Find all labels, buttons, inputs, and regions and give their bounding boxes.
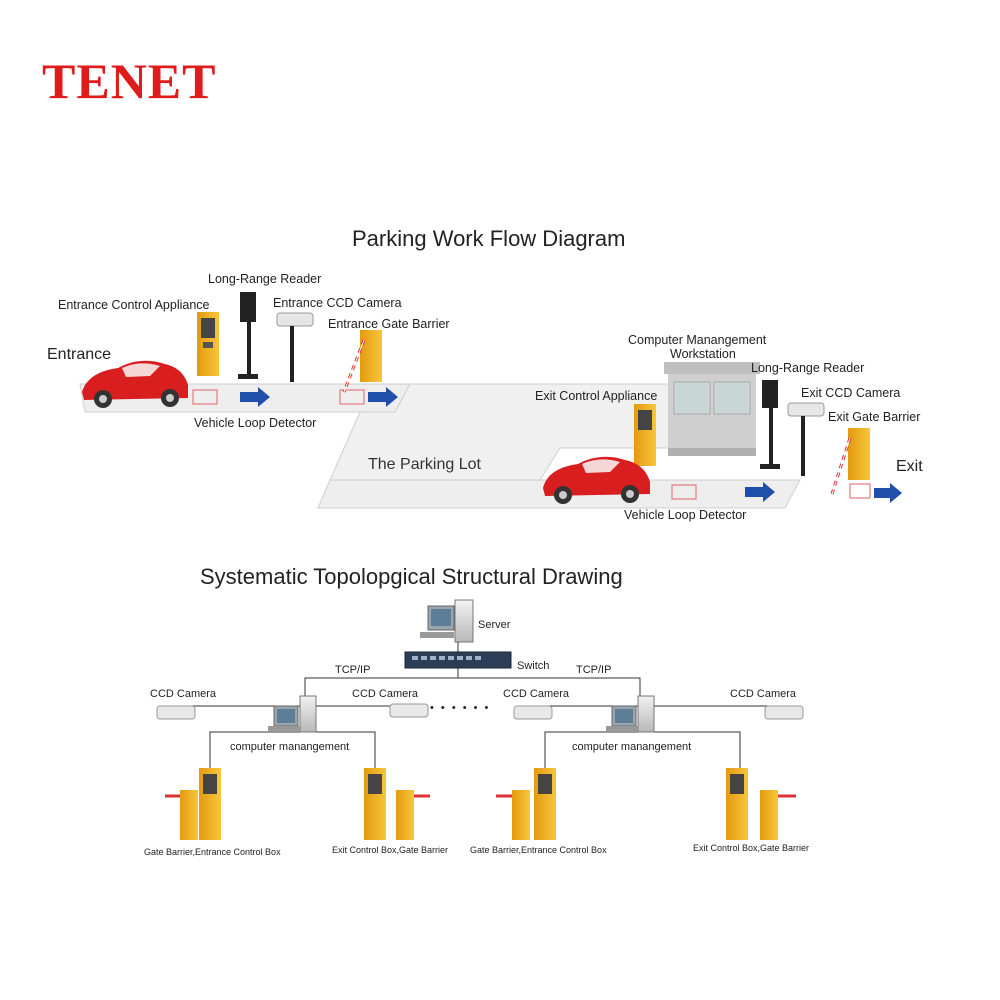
device-group-3 (496, 768, 556, 840)
entrance-ccd-camera (276, 312, 314, 382)
long-range-reader-exit (760, 380, 780, 469)
switch-icon (404, 651, 512, 669)
label-entrance-ccd-camera: Entrance CCD Camera (273, 296, 402, 310)
label-computer-management: Computer Manangement (628, 333, 767, 347)
entrance-gate-barrier (342, 330, 382, 393)
exit-car (543, 456, 650, 504)
label-exit-gate-barrier: Exit Gate Barrier (828, 410, 921, 424)
label-server: Server (478, 619, 511, 631)
exit-gate-barrier (830, 428, 870, 495)
label-device-group-1: Gate Barrier,Entrance Control Box (144, 847, 281, 857)
label-exit-control-appliance: Exit Control Appliance (535, 389, 658, 403)
arrow-icon (240, 387, 398, 407)
label-exit-ccd-camera: Exit CCD Camera (801, 386, 901, 400)
entrance-car (82, 360, 188, 408)
workstation-booth (664, 362, 760, 456)
label-computer-management-left: computer manangement (230, 741, 350, 753)
label-device-group-2: Exit Control Box,Gate Barrier (332, 845, 449, 855)
exit-control-appliance (634, 404, 656, 466)
label-computer-management-right: computer manangement (572, 741, 692, 753)
label-device-group-3: Gate Barrier,Entrance Control Box (470, 845, 607, 855)
workflow-title: Parking Work Flow Diagram (352, 226, 626, 251)
arrow-icon (745, 482, 902, 503)
label-entrance-control-appliance: Entrance Control Appliance (58, 298, 210, 312)
label-switch: Switch (517, 660, 550, 672)
label-workstation: Workstation (670, 347, 736, 361)
device-group-2 (364, 768, 430, 840)
label-vehicle-loop-detector-entry: Vehicle Loop Detector (194, 416, 317, 430)
label-device-group-4: Exit Control Box,Gate Barrier (693, 843, 810, 853)
label-ccd-camera-3: CCD Camera (503, 688, 570, 700)
label-long-range-reader-entry: Long-Range Reader (208, 272, 322, 286)
device-group-4 (726, 768, 796, 840)
label-ccd-camera-4: CCD Camera (730, 688, 797, 700)
entrance-control-appliance (197, 312, 219, 376)
exit-ccd-camera (787, 402, 825, 476)
device-group-1 (165, 768, 221, 840)
computer-management-left-icon (268, 695, 317, 733)
computer-management-right-icon (606, 695, 655, 733)
server-icon (420, 599, 474, 643)
label-entrance-gate-barrier: Entrance Gate Barrier (328, 317, 450, 331)
brand-logo: TENET (42, 53, 217, 109)
label-vehicle-loop-detector-exit: Vehicle Loop Detector (624, 508, 747, 522)
loop-detector-exit-1 (671, 484, 697, 500)
topology-title: Systematic Topolopgical Structural Drawi… (200, 564, 623, 589)
loop-detector-entry-1 (192, 389, 218, 405)
label-ccd-camera-2: CCD Camera (352, 688, 419, 700)
loop-detector-entry-2 (339, 389, 365, 405)
label-exit: Exit (896, 458, 923, 475)
ccd-camera-icon (156, 703, 804, 720)
ellipsis: • • • • • • (430, 702, 491, 714)
long-range-reader-entry (238, 292, 258, 379)
label-entrance: Entrance (47, 346, 112, 363)
label-tcpip-right: TCP/IP (576, 664, 612, 676)
loop-detector-exit-2 (849, 483, 871, 499)
label-long-range-reader-exit: Long-Range Reader (751, 361, 865, 375)
label-ccd-camera-1: CCD Camera (150, 688, 217, 700)
label-parking-lot: The Parking Lot (368, 456, 481, 473)
label-tcpip-left: TCP/IP (335, 664, 371, 676)
